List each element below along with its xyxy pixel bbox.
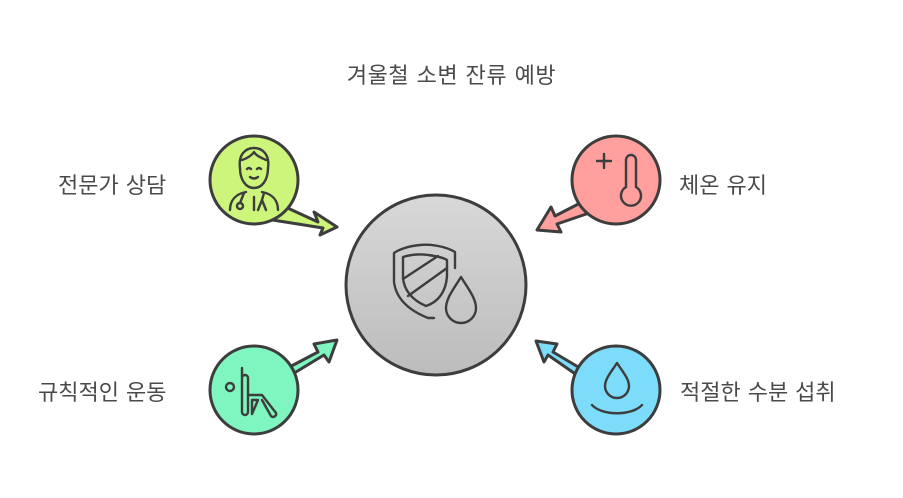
label-expert-consult: 전문가 상담 — [58, 174, 167, 199]
water-drop-smile-icon — [590, 361, 644, 415]
stretching-person-icon — [224, 366, 278, 419]
doctor-stethoscope-icon — [228, 146, 280, 212]
label-proper-hydration: 적절한 수분 섭취 — [680, 381, 836, 406]
node-regular-exercise — [208, 338, 339, 436]
node-expert-consult — [208, 134, 339, 237]
node-proper-hydration — [534, 339, 662, 436]
center-node — [344, 193, 528, 377]
shield-water-drop-icon — [392, 243, 478, 325]
diagram-title: 겨울철 소변 잔류 예방 — [346, 64, 557, 89]
thermometer-plus-icon — [595, 152, 643, 207]
node-keep-temperature — [535, 134, 662, 234]
label-regular-exercise: 규칙적인 운동 — [38, 381, 167, 406]
label-keep-body-temperature: 체온 유지 — [679, 174, 767, 199]
